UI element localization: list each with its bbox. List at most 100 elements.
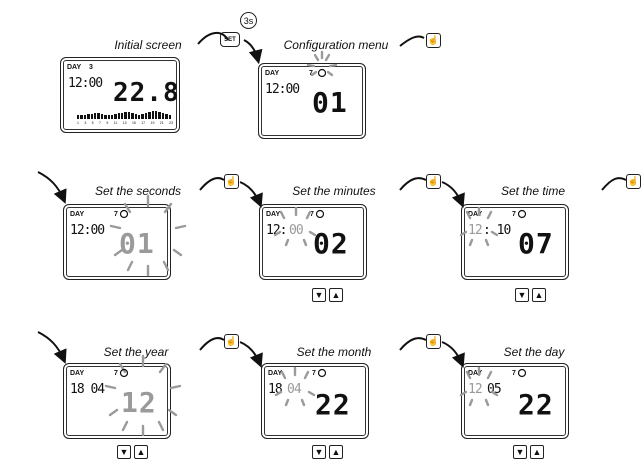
- value-display: 22: [518, 388, 554, 421]
- down-button[interactable]: ▼: [312, 288, 326, 302]
- day-label: DAY: [67, 64, 82, 71]
- clock-month: 04: [287, 382, 302, 397]
- axis-tick-label: 23: [169, 121, 173, 125]
- lcd-day: DAY 7 12 05 22: [461, 363, 569, 439]
- arrow-time-out: [601, 177, 627, 191]
- caption-month: Set the month: [296, 345, 372, 359]
- day-number: 7: [114, 370, 118, 377]
- pointing-hand-icon[interactable]: ☝: [426, 33, 441, 48]
- down-button[interactable]: ▼: [117, 445, 131, 459]
- alarm-clock-icon: [517, 209, 527, 219]
- day-number: 7: [312, 370, 316, 377]
- lcd-minutes: DAY 7 12: 00 02: [259, 204, 367, 280]
- down-button[interactable]: ▼: [515, 288, 529, 302]
- clock-display: 12:00: [265, 82, 300, 97]
- graph-bar: [127, 112, 131, 119]
- axis-tick-label: 7: [98, 121, 101, 125]
- pointing-hand-icon[interactable]: ☝: [224, 174, 239, 189]
- alarm-clock-icon: [119, 368, 129, 378]
- lcd-month: DAY 7 18 04 22: [261, 363, 369, 439]
- lcd-time: DAY 7 12 : 10 07: [461, 204, 569, 280]
- graph-bar: [104, 115, 107, 119]
- caption-initial: Initial screen: [114, 38, 182, 52]
- updown-minutes: ▼ ▲: [312, 288, 343, 302]
- pointing-hand-icon[interactable]: ☝: [426, 334, 441, 349]
- axis-tick-label: 21: [159, 121, 164, 125]
- pointing-hand-icon[interactable]: ☝: [224, 334, 239, 349]
- arrow-year-to-month: [199, 337, 260, 364]
- arrow-seconds-to-minutes: [199, 177, 260, 204]
- up-button[interactable]: ▲: [530, 445, 544, 459]
- down-button[interactable]: ▼: [312, 445, 326, 459]
- day-number: 3: [89, 64, 93, 71]
- caption-time: Set the time: [500, 184, 566, 198]
- clock-display: 12:00: [68, 76, 103, 91]
- blink-rays: [104, 50, 499, 437]
- graph-bar: [107, 115, 110, 119]
- value-display: 22: [315, 388, 351, 421]
- graph-bar: [141, 114, 144, 119]
- alarm-clock-icon: [317, 68, 327, 78]
- clock-display: 12:00: [70, 223, 105, 238]
- day-number: 7: [512, 211, 516, 218]
- day-label: DAY: [468, 211, 483, 218]
- alarm-clock-icon: [517, 368, 527, 378]
- updown-month: ▼ ▲: [312, 445, 343, 459]
- graph-bar: [148, 112, 151, 119]
- lcd-year: DAY 7 18 04 12: [63, 363, 171, 439]
- flow-arrows: [37, 32, 627, 364]
- pointing-hand-icon[interactable]: ☝: [626, 174, 641, 189]
- graph-bar: [93, 113, 97, 119]
- axis-tick-label: 9: [106, 121, 109, 125]
- alarm-clock-icon: [315, 209, 325, 219]
- up-button[interactable]: ▲: [532, 288, 546, 302]
- graph-bar: [131, 113, 134, 119]
- up-button[interactable]: ▲: [329, 288, 343, 302]
- axis-tick-label: 5: [91, 121, 94, 125]
- caption-year: Set the year: [103, 345, 169, 359]
- down-button[interactable]: ▼: [513, 445, 527, 459]
- updown-day: ▼ ▲: [513, 445, 544, 459]
- graph-bar: [151, 111, 154, 119]
- graph-bar: [121, 113, 124, 119]
- clock-display: 18 04: [70, 382, 105, 397]
- caption-seconds: Set the seconds: [94, 184, 182, 198]
- graph-bar: [83, 115, 87, 119]
- day-label: DAY: [70, 370, 85, 377]
- graph-bar: [90, 114, 93, 119]
- year-value: 12: [121, 386, 157, 419]
- alarm-clock-icon: [119, 209, 129, 219]
- arrow-into-year: [37, 331, 67, 364]
- caption-day: Set the day: [503, 345, 565, 359]
- arrow-initial-to-config: [197, 32, 258, 60]
- graph-bar: [80, 115, 83, 119]
- clock-minutes: : 10: [483, 223, 511, 238]
- day-label: DAY: [265, 70, 280, 77]
- alarm-clock-icon: [317, 368, 327, 378]
- graph-bar: [87, 114, 90, 119]
- graph-bar: [165, 114, 168, 119]
- value-display: 07: [518, 227, 554, 260]
- clock-hours: 12:: [266, 223, 288, 238]
- value-display: 02: [313, 227, 349, 260]
- arrow-month-to-day: [399, 337, 462, 364]
- axis-tick-label: 17: [141, 121, 146, 125]
- day-label: DAY: [468, 370, 483, 377]
- up-button[interactable]: ▲: [329, 445, 343, 459]
- pointing-hand-icon[interactable]: ☝: [426, 174, 441, 189]
- graph-bar: [154, 111, 158, 119]
- arrow-minutes-to-time: [399, 177, 462, 204]
- up-button[interactable]: ▲: [134, 445, 148, 459]
- caption-config: Configuration menu: [283, 38, 389, 52]
- value-display: 01: [312, 86, 348, 119]
- graph-bar: [168, 115, 171, 119]
- graph-bar: [97, 113, 100, 119]
- day-label: DAY: [266, 211, 281, 218]
- hold-duration-badge: 3s: [240, 12, 257, 29]
- arrow-config-out: [399, 35, 425, 47]
- updown-year: ▼ ▲: [117, 445, 148, 459]
